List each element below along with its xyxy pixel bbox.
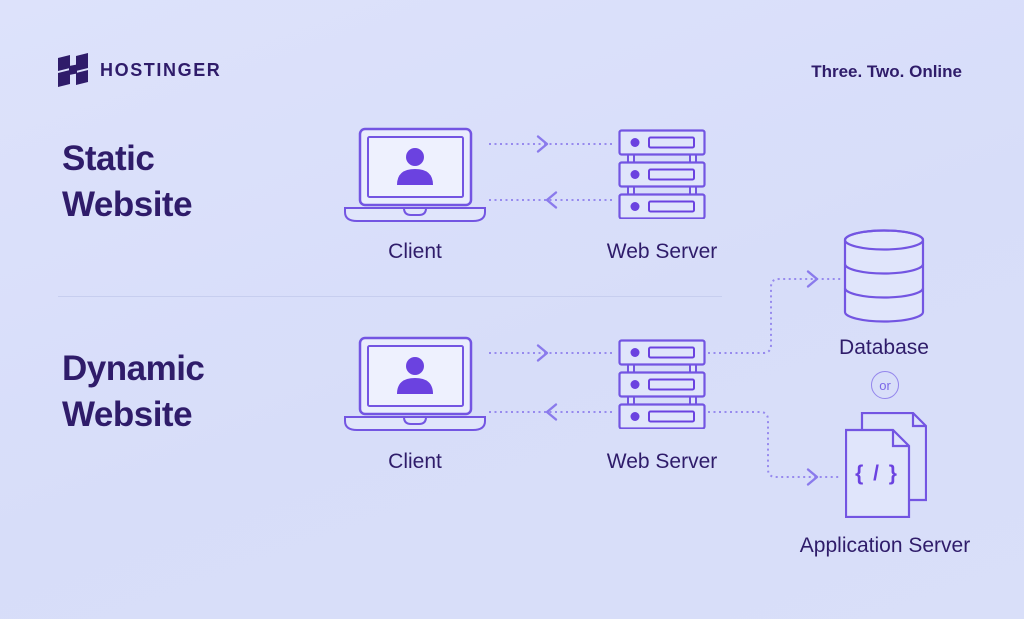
dynamic-client-label: Client bbox=[388, 450, 442, 473]
section-title-static-line1: Static bbox=[62, 139, 155, 178]
database-icon bbox=[843, 229, 925, 323]
server-to-appserver-line bbox=[708, 411, 841, 478]
arrowhead-right-icon bbox=[536, 344, 549, 362]
or-label: or bbox=[879, 377, 891, 393]
arrowhead-left-icon bbox=[545, 403, 558, 421]
code-glyph: { / } bbox=[855, 462, 899, 485]
dynamic-server-label: Web Server bbox=[606, 450, 718, 473]
or-badge: or bbox=[871, 371, 899, 399]
application-server-icon: { / } bbox=[845, 412, 927, 518]
web-server-icon bbox=[618, 339, 706, 429]
arrowhead-left-icon bbox=[545, 191, 558, 209]
database-label: Database bbox=[839, 336, 929, 359]
section-title-static: Static Website bbox=[62, 136, 193, 228]
arrowhead-right-icon bbox=[806, 270, 819, 288]
person-icon bbox=[397, 357, 433, 394]
arrowhead-right-icon bbox=[536, 135, 549, 153]
person-icon bbox=[397, 148, 433, 185]
section-divider bbox=[58, 296, 722, 297]
section-title-dynamic-line1: Dynamic bbox=[62, 349, 205, 388]
section-title-static-line2: Website bbox=[62, 185, 193, 224]
application-server-label: Application Server bbox=[799, 534, 971, 557]
static-client-label: Client bbox=[388, 240, 442, 263]
web-server-icon bbox=[618, 129, 706, 219]
server-to-database-line bbox=[708, 278, 841, 354]
arrowhead-right-icon bbox=[806, 468, 819, 486]
hostinger-logo: HOSTINGER bbox=[58, 53, 221, 87]
hostinger-logomark-icon bbox=[58, 53, 88, 87]
brand-name: HOSTINGER bbox=[100, 59, 222, 80]
client-laptop-icon bbox=[344, 127, 486, 222]
client-laptop-icon bbox=[344, 336, 486, 431]
section-title-dynamic: Dynamic Website bbox=[62, 346, 205, 438]
tagline: Three. Two. Online bbox=[811, 62, 962, 81]
section-title-dynamic-line2: Website bbox=[62, 395, 193, 434]
static-server-label: Web Server bbox=[606, 240, 718, 263]
